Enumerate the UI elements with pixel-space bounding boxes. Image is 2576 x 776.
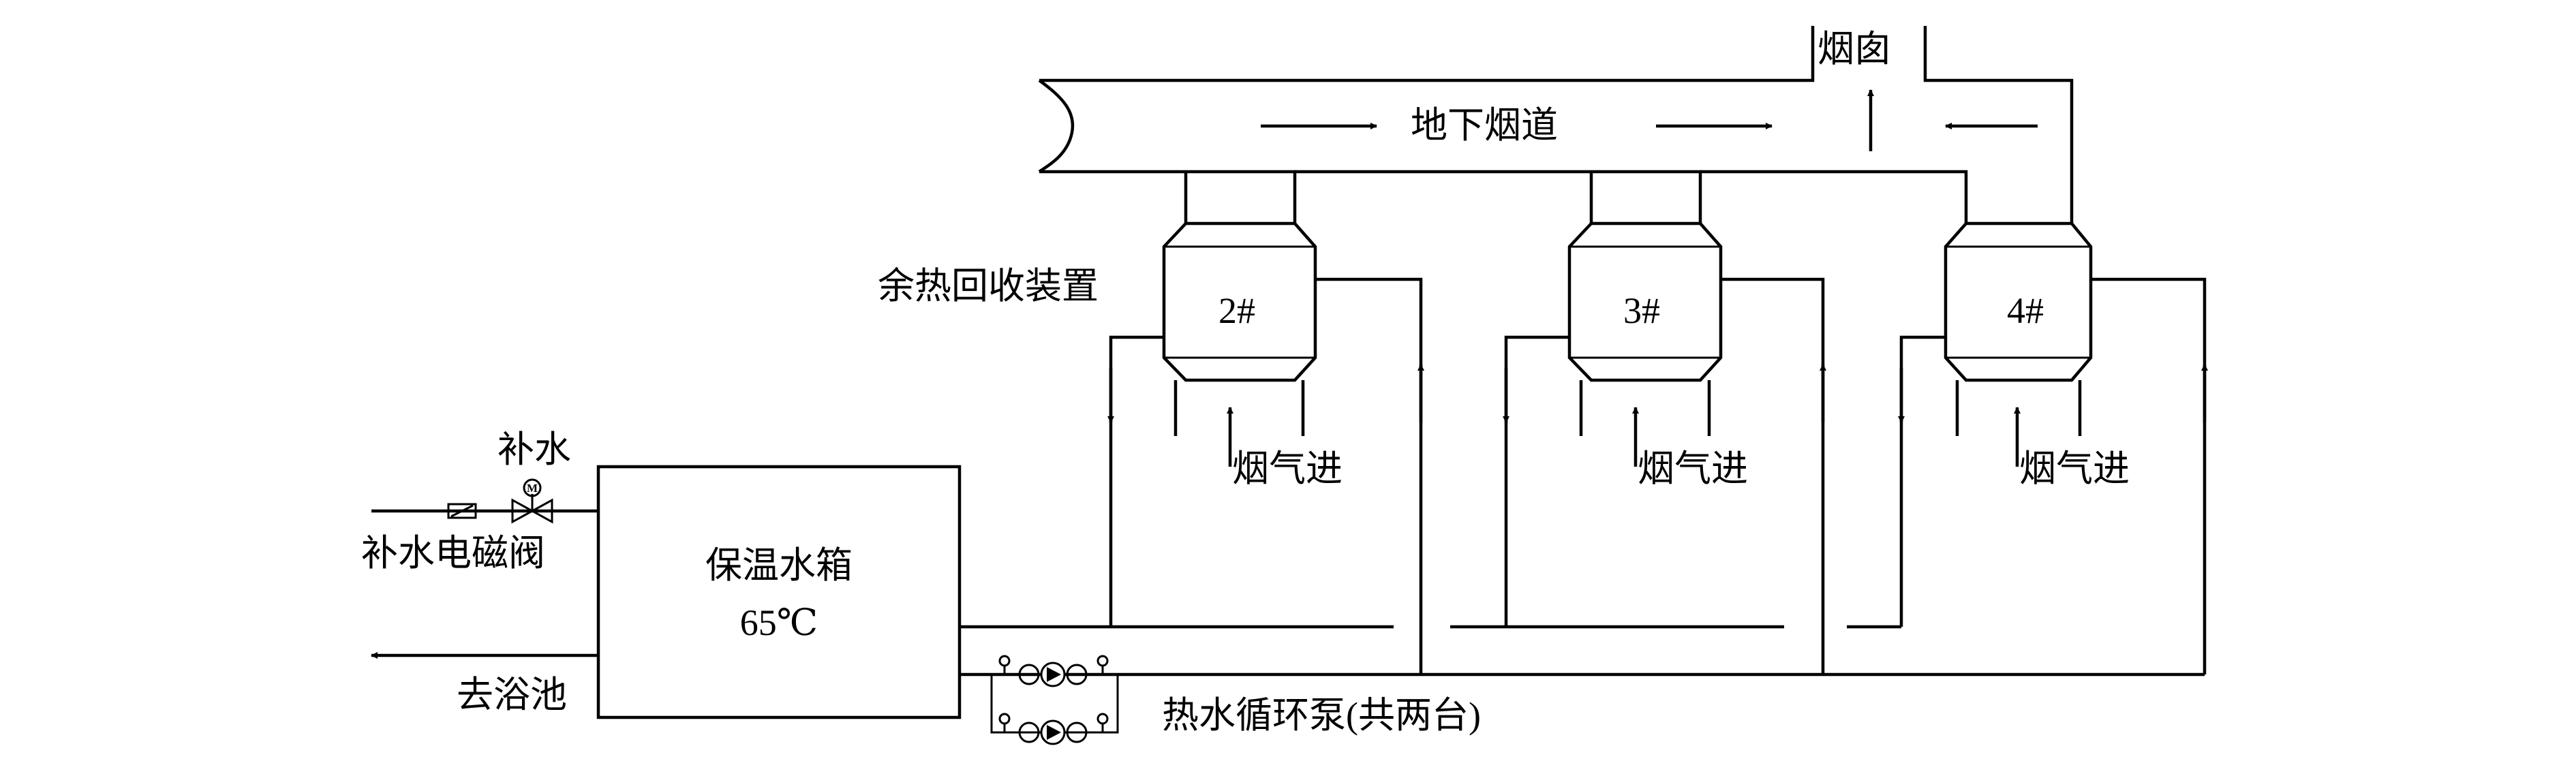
makeup-valve-label: 补水电磁阀 xyxy=(361,533,545,574)
tank-temperature: 65℃ xyxy=(740,602,818,643)
recovery-unit-2 xyxy=(1162,221,1317,467)
recovery-unit-3 xyxy=(1567,221,1723,467)
flue-gas-in-label-4: 烟气进 xyxy=(2019,448,2130,489)
makeup-water-label: 补水 xyxy=(497,429,571,470)
to-bath-label: 去浴池 xyxy=(457,674,567,715)
underground-flue xyxy=(1038,26,2074,223)
recovery-device-label: 余热回收装置 xyxy=(878,266,1099,307)
hot-water-piping xyxy=(371,277,2208,677)
unit-4-label: 4# xyxy=(2007,290,2044,331)
pump-label: 热水循环泵(共两台) xyxy=(1162,695,1481,736)
check-valve-icon xyxy=(447,503,477,519)
unit-2-label: 2# xyxy=(1218,290,1255,331)
circulation-pumps xyxy=(990,655,1119,745)
valve-motor-mark: M xyxy=(527,482,538,495)
unit-3-label: 3# xyxy=(1623,290,1660,331)
flue-gas-in-label-2: 烟气进 xyxy=(1232,448,1343,489)
insulated-water-tank xyxy=(596,465,962,719)
chimney-label: 烟囱 xyxy=(1818,29,1891,69)
recovery-unit-4 xyxy=(1944,221,2093,467)
flue-gas-in-label-3: 烟气进 xyxy=(1638,448,1748,489)
solenoid-valve-icon xyxy=(511,478,553,524)
tank-name: 保温水箱 xyxy=(705,545,853,586)
flue-label: 地下烟道 xyxy=(1411,105,1558,146)
